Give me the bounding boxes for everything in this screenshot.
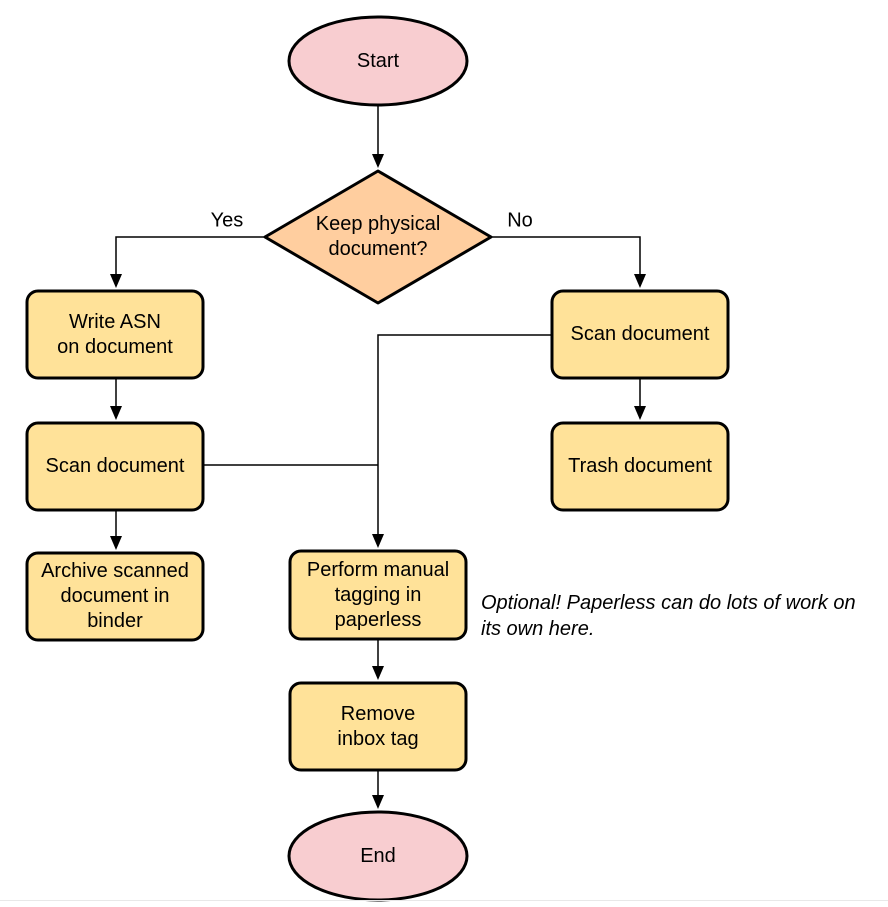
annotation-note: Optional! Paperless can do lots of work … — [481, 592, 856, 640]
page-bottom-divider — [0, 900, 888, 901]
decision-keep-physical-shape — [263, 169, 493, 305]
archive-in-binder-shape — [25, 551, 205, 642]
manual-tagging-shape — [288, 549, 468, 641]
edge-decision-yes-to-write-asn — [110, 236, 265, 288]
edge-label-no: No — [505, 209, 535, 233]
start-node-shape — [287, 15, 469, 107]
end-node-shape — [287, 810, 469, 902]
scan-document-left-shape — [25, 421, 205, 512]
write-asn-shape — [25, 289, 205, 380]
edge-decision-no-to-scan-right — [491, 236, 646, 288]
scan-document-right-shape — [550, 289, 730, 380]
remove-inbox-tag-shape — [288, 681, 468, 772]
trash-document-shape — [550, 421, 730, 512]
edge-scan-right-to-tagging — [372, 334, 552, 548]
edge-label-yes: Yes — [208, 209, 246, 233]
